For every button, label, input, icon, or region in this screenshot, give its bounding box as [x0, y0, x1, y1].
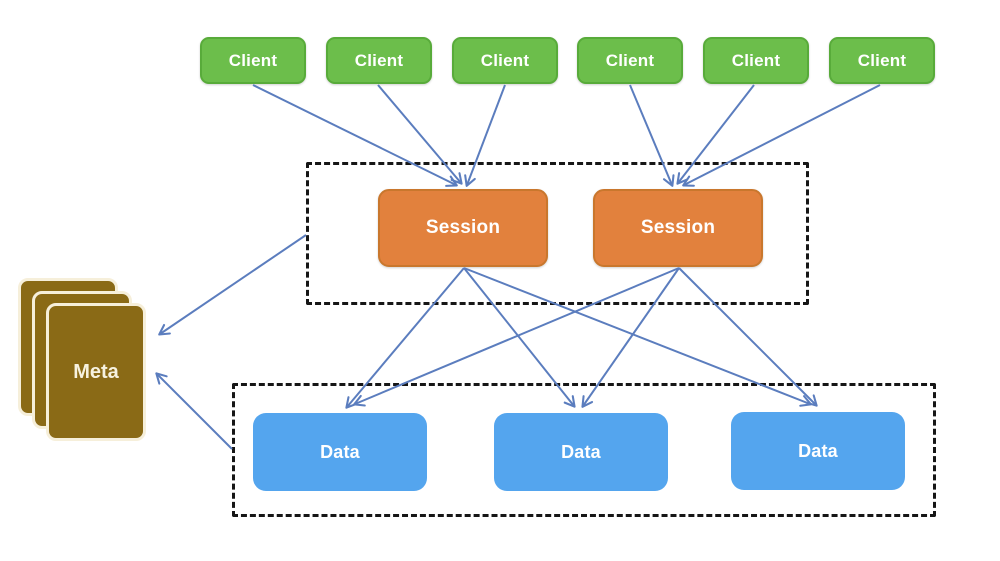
data-node-3: Data [731, 412, 905, 490]
session-node-2: Session [593, 189, 763, 267]
client-node-1: Client [200, 37, 306, 84]
session-node-label: Session [425, 217, 501, 238]
data-node-label: Data [798, 440, 838, 461]
client-node-5: Client [703, 37, 809, 84]
session-node-1: Session [378, 189, 548, 267]
client-node-label: Client [480, 50, 530, 70]
meta-stack: Meta [18, 278, 152, 445]
client-node-label: Client [228, 50, 278, 70]
client-node-label: Client [731, 50, 781, 70]
meta-node-label: Meta [73, 360, 119, 383]
session-node-label: Session [640, 217, 716, 238]
client-node-3: Client [452, 37, 558, 84]
data-node-label: Data [561, 441, 601, 462]
arrow-session-cluster-to-meta [158, 234, 307, 336]
client-node-2: Client [326, 37, 432, 84]
client-node-label: Client [354, 50, 404, 70]
client-node-label: Client [605, 50, 655, 70]
client-node-4: Client [577, 37, 683, 84]
data-node-2: Data [494, 413, 668, 491]
meta-card-front: Meta [46, 303, 146, 441]
data-node-label: Data [320, 441, 360, 462]
arrow-data-cluster-to-meta [155, 372, 233, 450]
client-node-label: Client [857, 50, 907, 70]
client-node-6: Client [829, 37, 935, 84]
data-node-1: Data [253, 413, 427, 491]
